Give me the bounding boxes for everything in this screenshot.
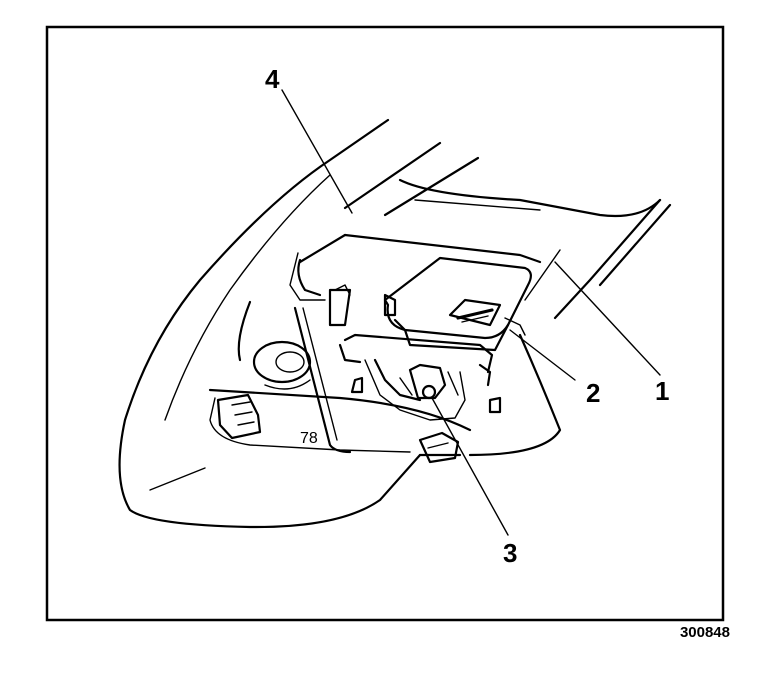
lamp-socket [338, 333, 502, 421]
panel-marking: 78 [300, 430, 318, 447]
switch-panel [216, 393, 460, 464]
callout-2: 2 [586, 378, 600, 408]
callout-4: 4 [265, 64, 280, 94]
callout-1: 1 [655, 376, 669, 406]
overhead-console [118, 118, 672, 529]
figure-id: 300848 [679, 624, 730, 641]
lamp-housing [383, 256, 532, 352]
console-frame [293, 233, 542, 454]
leader-lines [281, 89, 661, 536]
figure-frame [45, 25, 725, 622]
callout-3: 3 [503, 538, 517, 568]
round-lamp [252, 340, 312, 390]
